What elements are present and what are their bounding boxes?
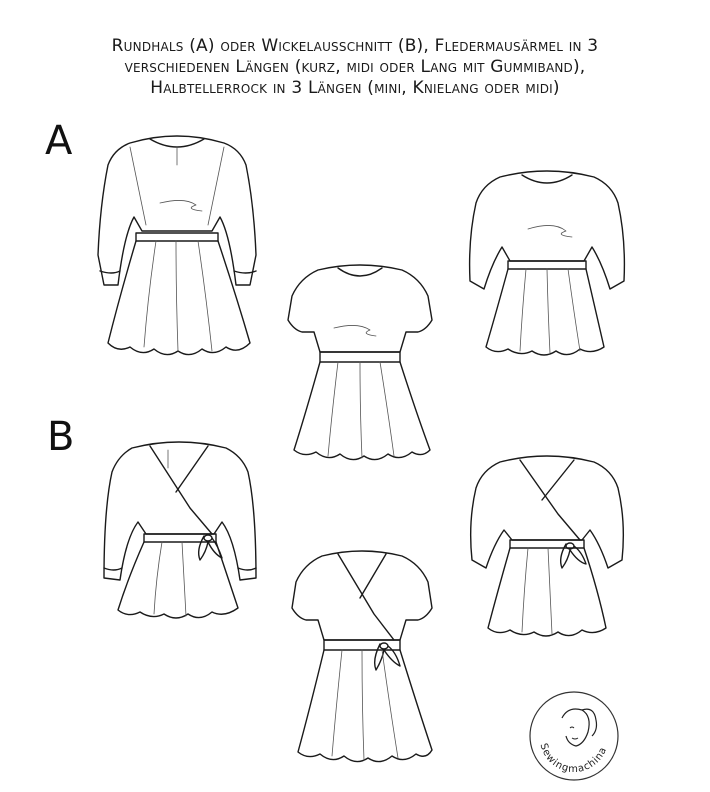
description-line-2: verschiedenen Längen (kurz, midi oder La… — [124, 57, 586, 77]
description-line-3: Halbtellerrock in 3 Längen (mini, Kniela… — [150, 78, 560, 98]
dress-b-long-sleeve-mini — [103, 441, 257, 619]
variant-b-label: B — [47, 414, 75, 460]
dress-b-midi-sleeve-mini — [469, 455, 625, 637]
variant-a-label: A — [45, 118, 73, 164]
dress-b-short-sleeve-knee — [291, 550, 433, 763]
description-header: Rundhals (A) oder Wickelausschnitt (B), … — [0, 36, 710, 99]
dress-a-short-sleeve-knee — [287, 264, 433, 461]
brand-logo-text: Sewingmachina — [538, 742, 610, 775]
dress-a-long-sleeve-mini — [97, 135, 257, 356]
description-line-1: Rundhals (A) oder Wickelausschnitt (B), … — [111, 36, 599, 56]
dress-a-midi-sleeve-mini — [468, 170, 626, 356]
brand-logo: Sewingmachina — [529, 691, 619, 781]
